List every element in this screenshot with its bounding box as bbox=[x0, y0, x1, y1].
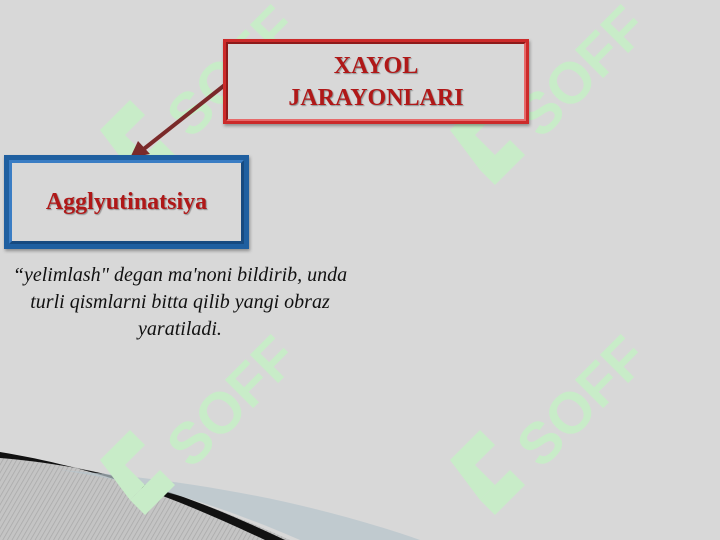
svg-text:SOFF: SOFF bbox=[154, 330, 309, 479]
title-line-2: JARAYONLARI bbox=[288, 84, 464, 111]
svg-text:SOFF: SOFF bbox=[504, 330, 659, 479]
title-box-inner: XAYOL JARAYONLARI bbox=[226, 42, 526, 121]
page-title: XAYOL JARAYONLARI bbox=[288, 50, 463, 114]
watermark-soff-logo-3: SOFF bbox=[90, 324, 330, 530]
term-box-inner: Agglyutinatsiya bbox=[9, 160, 244, 244]
definition-text: “yelimlash" degan ma'noni bildirib, unda… bbox=[12, 264, 348, 340]
term-label: Agglyutinatsiya bbox=[45, 188, 208, 215]
term-box: Agglyutinatsiya bbox=[4, 155, 249, 249]
watermark-soff-logo-4: SOFF bbox=[440, 324, 680, 530]
title-box: XAYOL JARAYONLARI bbox=[223, 39, 529, 124]
soff-logo-icon: SOFF bbox=[100, 324, 310, 515]
soff-logo-icon: SOFF bbox=[450, 324, 660, 515]
title-line-1: XAYOL bbox=[333, 52, 419, 79]
